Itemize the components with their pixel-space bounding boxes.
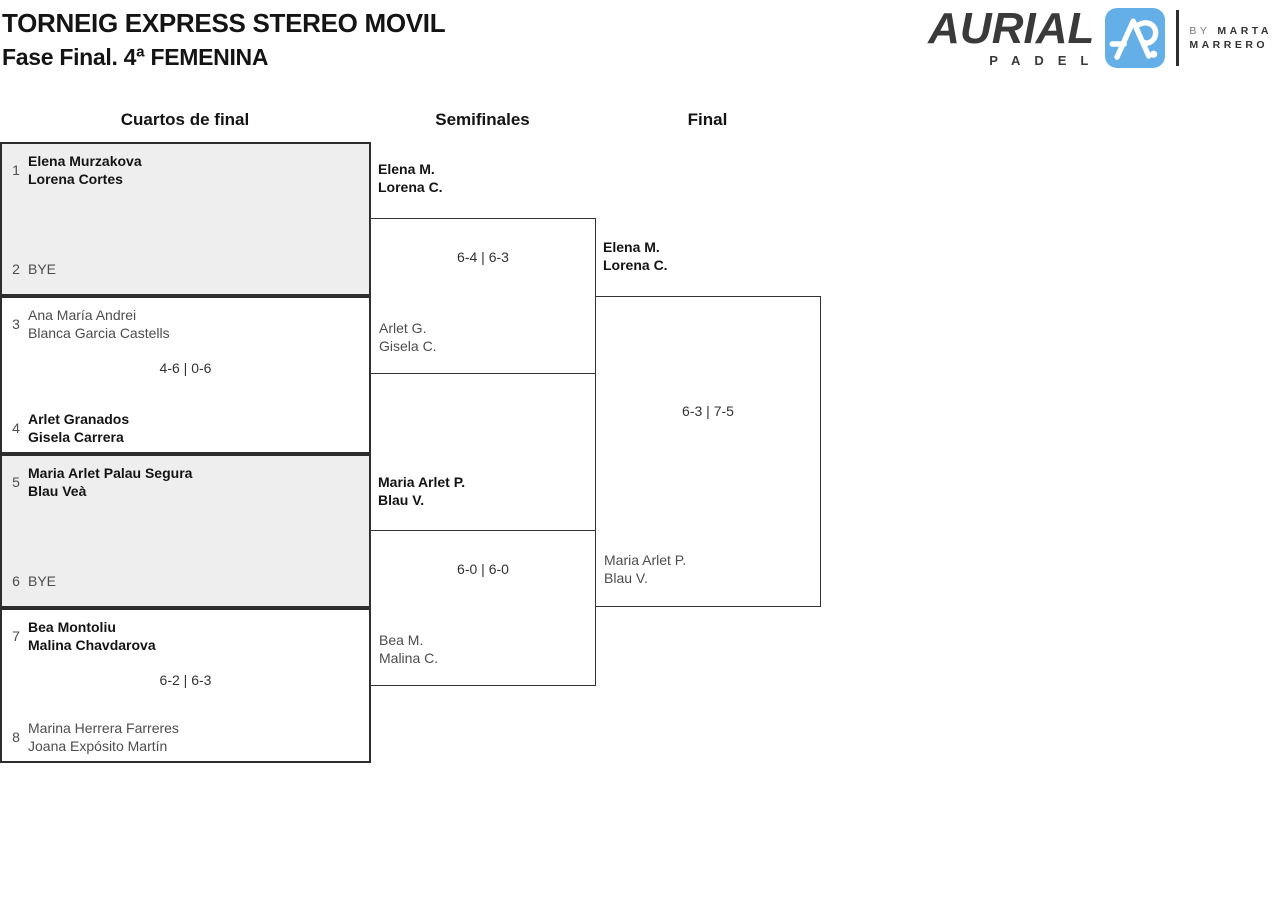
team-names: Maria Arlet Palau Segura Blau Veà <box>28 465 193 499</box>
tournament-title: TORNEIG EXPRESS STEREO MOVIL <box>2 8 446 38</box>
team-names: Arlet G. Gisela C. <box>379 320 437 354</box>
team-names: BYE <box>28 261 57 277</box>
seed-number: 2 <box>12 261 20 277</box>
match-box-sf1: 6-4 | 6-3 Arlet G. Gisela C. <box>370 218 596 374</box>
match-score: 6-4 | 6-3 <box>457 249 509 265</box>
byline-prefix: BY <box>1189 25 1211 37</box>
team-names: Ana María Andrei Blanca Garcia Castells <box>28 307 170 341</box>
match-box-qf1: 1 Elena Murzakova Lorena Cortes 2 BYE <box>0 142 371 296</box>
column-header-final: Final <box>687 110 728 129</box>
seed-number: 8 <box>12 729 20 745</box>
team-row: 2 BYE <box>10 260 361 278</box>
team-row: 8 Marina Herrera Farreres Joana Expósito… <box>10 719 361 755</box>
seed-number: 1 <box>12 162 20 178</box>
seed-number: 5 <box>12 474 20 490</box>
match-box-qf2: 3 Ana María Andrei Blanca Garcia Castell… <box>0 296 371 454</box>
team-row: 1 Elena Murzakova Lorena Cortes <box>10 152 361 188</box>
seed-number: 7 <box>12 628 20 644</box>
team-row: Arlet G. Gisela C. <box>379 319 587 355</box>
brand-subtitle: PADEL <box>989 52 1103 68</box>
match-score: 6-2 | 6-3 <box>159 672 212 688</box>
team-row: Bea M. Malina C. <box>379 631 587 667</box>
match-box-final: 6-3 | 7-5 Maria Arlet P. Blau V. <box>595 296 821 607</box>
final-top-team: Elena M. Lorena C. <box>603 239 668 273</box>
team-names: Marina Herrera Farreres Joana Expósito M… <box>28 720 179 754</box>
seed-number: 4 <box>12 420 20 436</box>
seed-number: 3 <box>12 316 20 332</box>
byline-name-2: MARRERO <box>1189 39 1269 51</box>
team-names: Arlet Granados Gisela Carrera <box>28 411 130 445</box>
byline-name-1: MARTA <box>1217 25 1272 37</box>
team-names: Elena Murzakova Lorena Cortes <box>28 153 142 187</box>
match-box-qf4: 7 Bea Montoliu Malina Chavdarova 6-2 | 6… <box>0 608 371 763</box>
match-score: 6-0 | 6-0 <box>457 561 509 577</box>
sf2-advancing-team: Maria Arlet P. Blau V. <box>378 474 466 508</box>
match-score: 6-3 | 7-5 <box>682 403 734 419</box>
column-header-semifinals: Semifinales <box>435 110 530 129</box>
page-title: TORNEIG EXPRESS STEREO MOVIL Fase Final.… <box>2 8 446 71</box>
brand-name: AURIAL <box>928 3 1095 53</box>
team-names: Bea Montoliu Malina Chavdarova <box>28 619 156 653</box>
aurial-logo: AURIAL PADEL BY MARTA MARRERO <box>928 3 1272 68</box>
logo-divider <box>1176 10 1180 66</box>
team-row: 4 Arlet Granados Gisela Carrera <box>10 410 361 446</box>
match-box-qf3: 5 Maria Arlet Palau Segura Blau Veà 6 BY… <box>0 454 371 608</box>
sf1-advancing-team: Elena M. Lorena C. <box>378 161 443 195</box>
team-names: Bea M. Malina C. <box>379 632 439 666</box>
seed-number: 6 <box>12 573 20 589</box>
match-box-sf2: 6-0 | 6-0 Bea M. Malina C. <box>370 530 596 686</box>
team-names: BYE <box>28 573 57 589</box>
brand-wordmark: AURIAL PADEL <box>928 3 1095 68</box>
column-header-quarterfinals: Cuartos de final <box>120 110 250 129</box>
team-row: Maria Arlet P. Blau V. <box>604 551 812 587</box>
team-row: 7 Bea Montoliu Malina Chavdarova <box>10 618 361 654</box>
aurial-monogram-icon <box>1105 8 1166 68</box>
team-row: 5 Maria Arlet Palau Segura Blau Veà <box>10 464 361 500</box>
match-score: 4-6 | 0-6 <box>159 360 212 376</box>
team-row: 6 BYE <box>10 572 361 590</box>
team-row: 3 Ana María Andrei Blanca Garcia Castell… <box>10 306 361 342</box>
byline: BY MARTA MARRERO <box>1189 25 1272 51</box>
team-names: Maria Arlet P. Blau V. <box>604 552 687 586</box>
phase-title: Fase Final. 4ª FEMENINA <box>2 44 269 70</box>
